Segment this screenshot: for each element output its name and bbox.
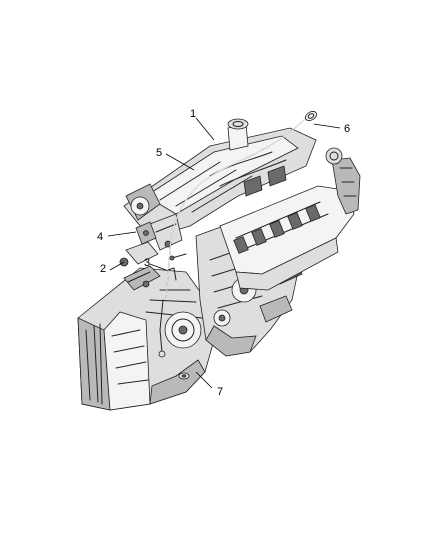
callout-2: 2 [100,263,106,275]
leader-2 [109,261,125,271]
callout-7: 7 [217,386,223,398]
right-cylinder-head [219,147,361,291]
leader-5 [165,153,195,171]
leader-4 [107,231,137,237]
coil-packs-right [233,204,321,254]
callout-4: 4 [97,231,103,243]
callout-3: 3 [144,257,150,269]
callout-labels: 1 2 3 4 5 6 7 [97,108,350,398]
dipstick-handle [305,111,317,121]
callout-1: 1 [190,108,196,120]
leader-6 [313,123,341,129]
leader-1 [195,117,215,141]
callout-6: 6 [344,123,350,135]
callout-5: 5 [156,147,162,159]
leader-3 [149,263,167,271]
transmission-assembly [77,241,215,411]
leader-7 [195,371,213,389]
intake-manifold [123,118,317,251]
dipstick-tube [158,117,307,358]
oil-drain-plug [178,372,190,380]
tube-bracket [135,221,187,281]
leader-lines [107,117,341,389]
